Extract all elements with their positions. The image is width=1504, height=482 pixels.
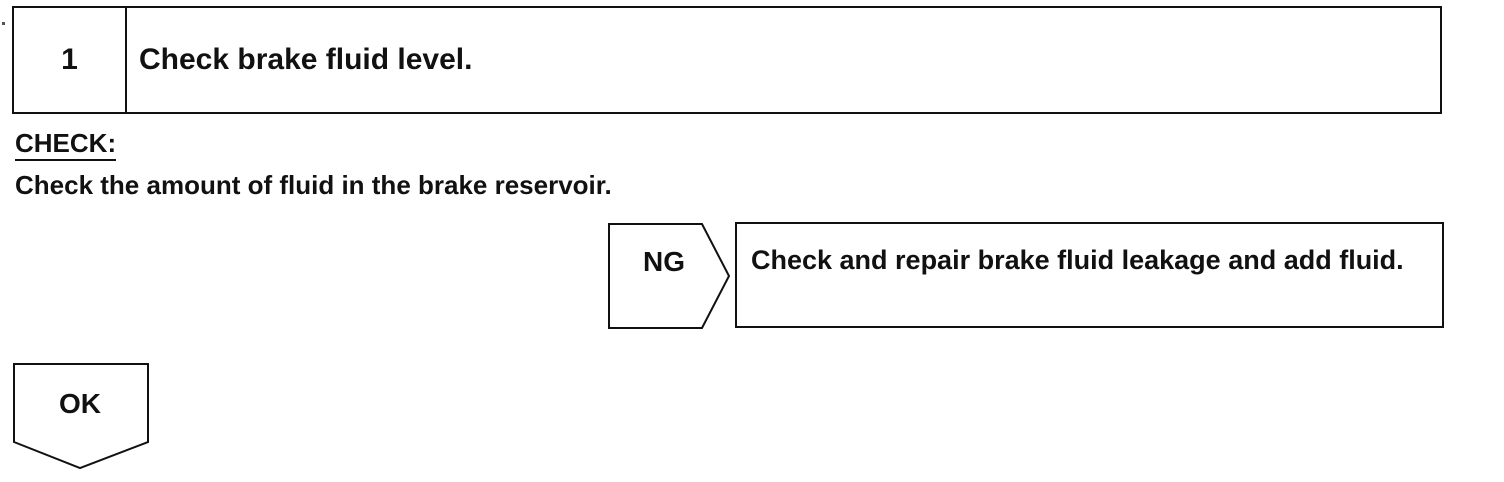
ok-label: OK <box>59 388 101 419</box>
step-title: Check brake fluid level. <box>139 43 473 76</box>
step-header: 1 Check brake fluid level. <box>12 6 1442 114</box>
ok-arrow-shape <box>13 363 149 470</box>
step-number: 1 <box>14 8 127 112</box>
scan-speck <box>2 22 5 25</box>
ng-label: NG <box>643 246 685 277</box>
check-heading: CHECK: <box>15 128 117 161</box>
ng-result-box: Check and repair brake fluid leakage and… <box>735 222 1444 328</box>
check-instruction: Check the amount of fluid in the brake r… <box>15 170 612 200</box>
ng-arrow-shape <box>608 223 731 329</box>
